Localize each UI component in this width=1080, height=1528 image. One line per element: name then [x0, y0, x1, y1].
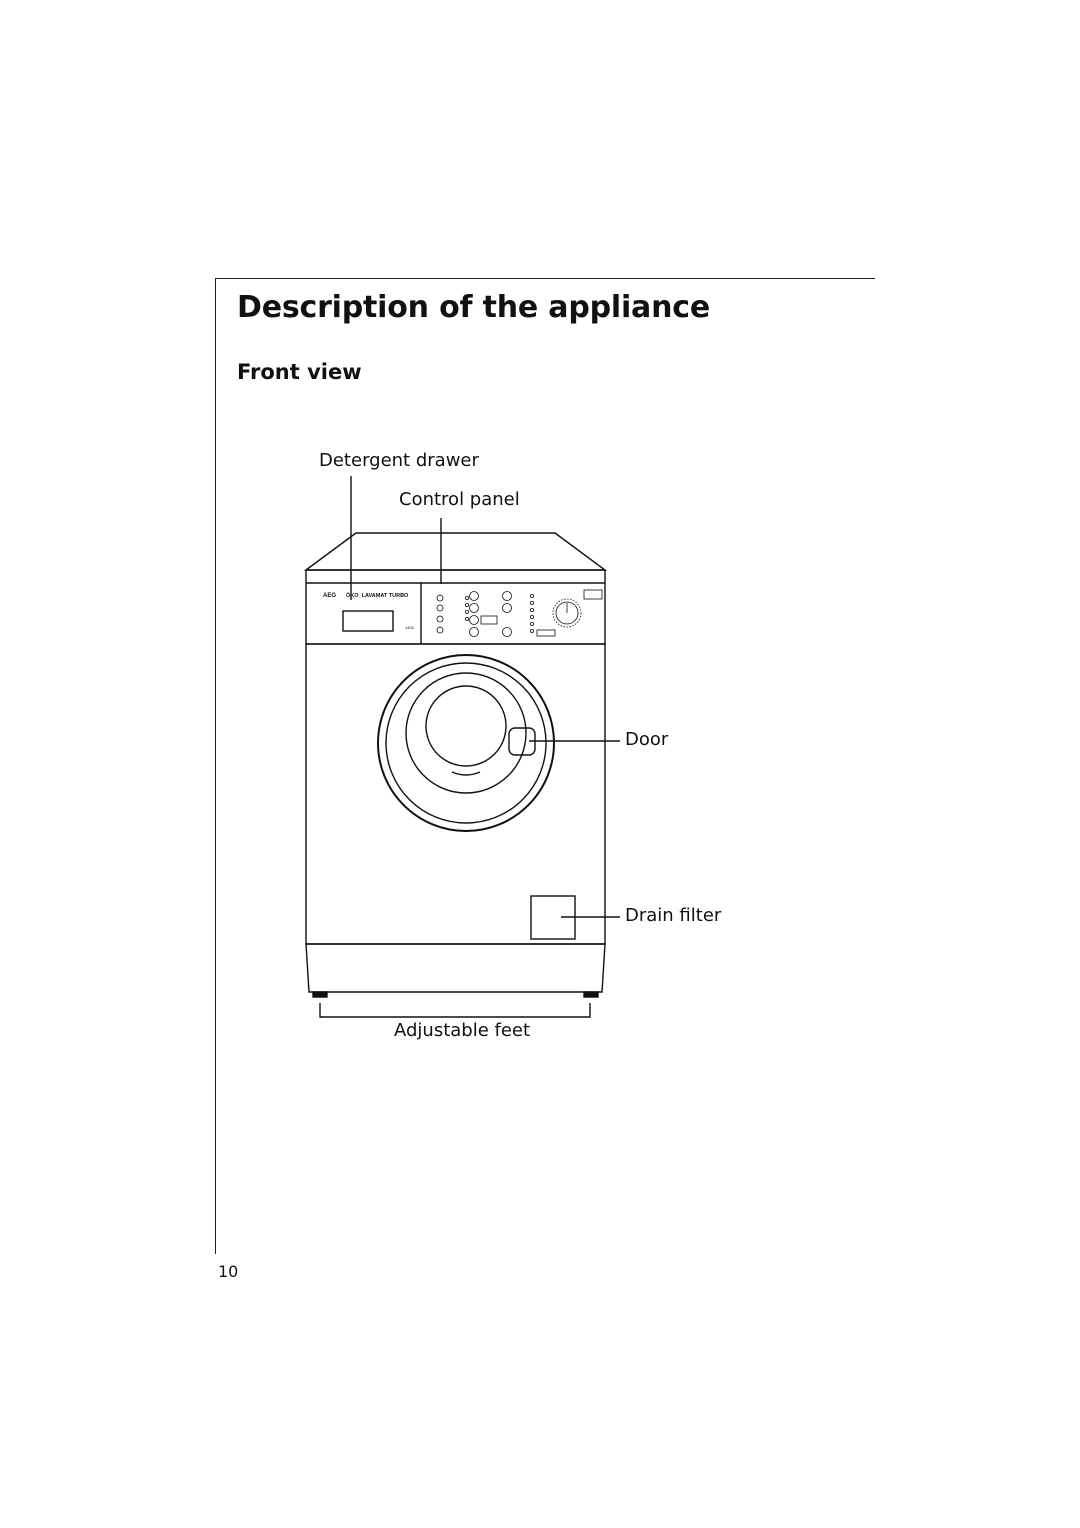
- header-rule: [215, 278, 875, 279]
- label-control-panel: Control panel: [399, 489, 520, 510]
- margin-rule: [215, 278, 216, 1254]
- page-number: 10: [218, 1262, 239, 1281]
- machine-body: [305, 643, 606, 945]
- label-detergent-drawer: Detergent drawer: [319, 450, 479, 471]
- foot-right: [583, 991, 599, 998]
- detergent-drawer: [342, 610, 394, 632]
- panel-speed: 1400: [405, 625, 415, 630]
- door-rim: [385, 662, 547, 824]
- label-adjustable-feet: Adjustable feet: [394, 1020, 531, 1041]
- door: [377, 654, 555, 832]
- program-dial: [555, 601, 579, 625]
- machine-plinth: [305, 943, 606, 993]
- foot-left: [312, 991, 328, 998]
- panel-model: ÖKO_LAVAMAT TURBO: [346, 592, 409, 599]
- panel-brand: AEG: [323, 593, 336, 599]
- label-drain-filter: Drain filter: [625, 905, 722, 926]
- feet-bracket: [319, 1003, 591, 1018]
- section-heading: Front view: [237, 360, 362, 384]
- door-glass: [425, 685, 507, 767]
- page-title: Description of the appliance: [237, 290, 710, 325]
- label-door: Door: [625, 729, 669, 750]
- door-inner-ring: [405, 672, 527, 794]
